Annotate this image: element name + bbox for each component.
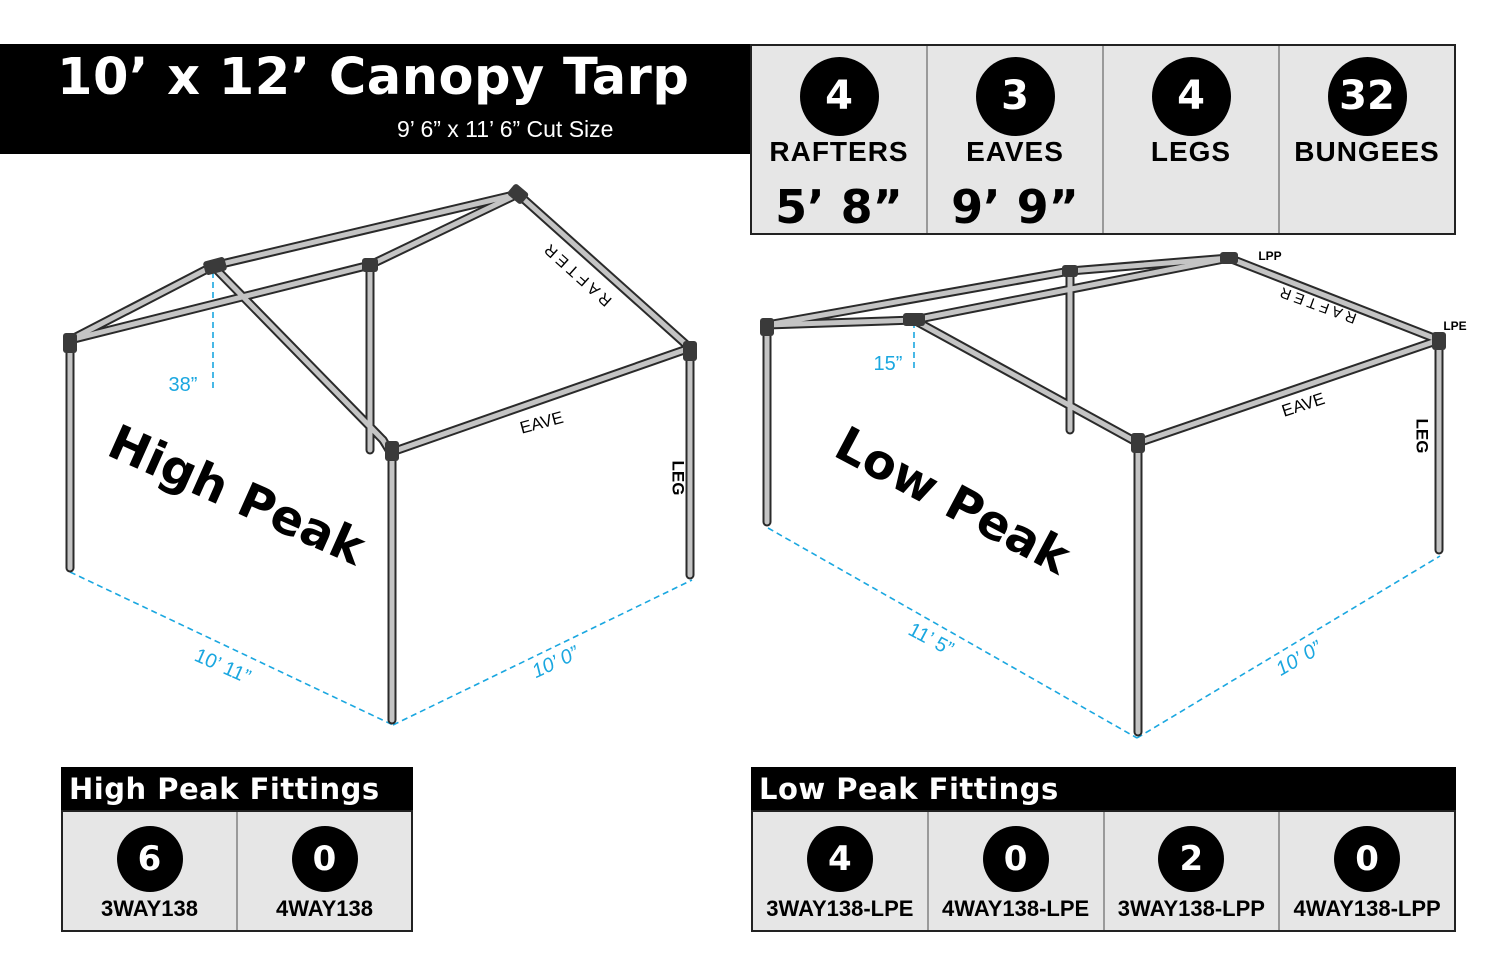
page-title: 10’ x 12’ Canopy Tarp	[57, 48, 690, 107]
eaves-length: 9’ 9”	[951, 180, 1079, 234]
high-peak-depth-label: 10’ 0”	[529, 642, 584, 683]
lpe-label: LPE	[1443, 319, 1466, 333]
eaves-label: EAVES	[966, 136, 1064, 167]
cut-size-subtitle: 9’ 6” x 11’ 6” Cut Size	[397, 116, 614, 142]
high-peak-width-label: 10’ 11”	[191, 644, 254, 688]
spec-rafters: 4 RAFTERS 5’ 8”	[752, 46, 926, 234]
spec-eaves: 3 EAVES 9’ 9”	[926, 46, 1102, 234]
low-peak-title: Low Peak	[826, 416, 1080, 586]
low-peak-width-label: 11’ 5”	[905, 619, 958, 661]
rafters-length: 5’ 8”	[775, 180, 903, 234]
eaves-count-badge: 3	[975, 57, 1055, 136]
title-banner: 10’ x 12’ Canopy Tarp 9’ 6” x 11’ 6” Cut…	[0, 44, 750, 154]
bungees-label: BUNGEES	[1294, 136, 1440, 167]
fitting-3way138-lpp: 2 3WAY138-LPP	[1102, 812, 1279, 930]
low-peak-leg-label: LEG	[1413, 419, 1432, 454]
low-peak-diagram: 15” 11’ 5” 10’ 0” EAVE RAFTER LEG LPP LP…	[760, 249, 1467, 739]
legs-label: LEGS	[1150, 136, 1232, 167]
high-peak-leg-label: LEG	[669, 461, 688, 496]
high-peak-eave-label: EAVE	[518, 408, 566, 438]
spec-panel: 4 RAFTERS 5’ 8” 3 EAVES 9’ 9” 4 LEGS 32 …	[750, 44, 1456, 235]
spec-legs: 4 LEGS	[1102, 46, 1278, 233]
high-peak-diagram: 38” 10’ 11” 10’ 0” EAVE RAFTER LEG High …	[63, 184, 697, 726]
fitting-count-badge: 4	[806, 826, 873, 892]
fitting-count-badge: 0	[291, 826, 358, 892]
lpp-label: LPP	[1258, 249, 1281, 263]
fitting-count-badge: 6	[116, 826, 183, 892]
fitting-code: 3WAY138-LPP	[1117, 896, 1265, 921]
fitting-4way138-lpp: 0 4WAY138-LPP	[1278, 812, 1454, 930]
fitting-code: 4WAY138-LPP	[1293, 896, 1441, 921]
high-peak-title: High Peak	[100, 414, 374, 577]
fitting-count-badge: 2	[1158, 826, 1225, 892]
high-peak-fittings-header: High Peak Fittings	[61, 767, 413, 811]
rafters-count-badge: 4	[799, 57, 879, 136]
fitting-count-badge: 0	[1334, 826, 1401, 892]
low-peak-fittings-panel: 4 3WAY138-LPE 0 4WAY138-LPE 2 3WAY138-LP…	[751, 810, 1456, 932]
fitting-code: 3WAY138	[100, 896, 199, 921]
fitting-code: 4WAY138	[275, 896, 374, 921]
fitting-3way138-lpe: 4 3WAY138-LPE	[753, 812, 927, 930]
rafters-label: RAFTERS	[769, 136, 909, 167]
fitting-code: 3WAY138-LPE	[766, 896, 914, 921]
high-peak-height-label: 38”	[169, 374, 198, 396]
legs-count-badge: 4	[1151, 57, 1231, 136]
fitting-4way138-lpe: 0 4WAY138-LPE	[926, 812, 1103, 930]
fitting-count-badge: 0	[982, 826, 1049, 892]
high-peak-fittings-panel: 6 3WAY138 0 4WAY138	[61, 810, 413, 932]
low-peak-depth-label: 10’ 0”	[1272, 636, 1327, 680]
bungees-count-badge: 32	[1327, 57, 1407, 136]
low-peak-height-label: 15”	[874, 353, 903, 375]
low-peak-fittings-header: Low Peak Fittings	[751, 767, 1456, 811]
spec-bungees: 32 BUNGEES	[1278, 46, 1454, 233]
fitting-code: 4WAY138-LPE	[942, 896, 1090, 921]
fitting-3way138: 6 3WAY138	[63, 812, 236, 930]
fitting-4way138: 0 4WAY138	[236, 812, 411, 930]
